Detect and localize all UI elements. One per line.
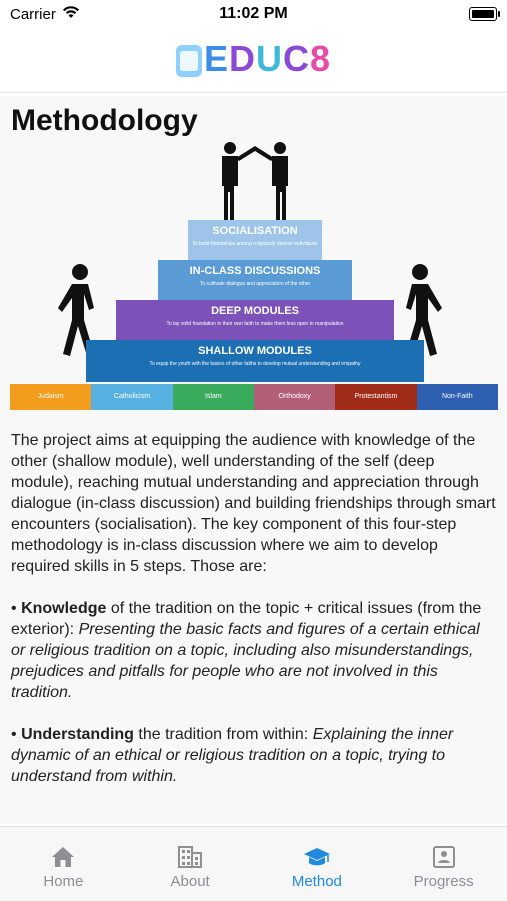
- tradition-non-faith: Non-Faith: [416, 384, 498, 410]
- content-scroll[interactable]: Methodology SOCIALISATION To build frien…: [0, 96, 507, 824]
- tab-label: About: [170, 873, 210, 890]
- step-subtitle: To cultivate dialogue and appreciation o…: [199, 281, 311, 287]
- tab-label: Home: [43, 873, 84, 890]
- step-in-class-discussions: IN-CLASS DISCUSSIONS To cultivate dialog…: [158, 260, 352, 300]
- point-text: the tradition from within:: [133, 726, 313, 743]
- tradition-protestantism: Protestantism: [335, 384, 417, 410]
- point-keyword: Understanding: [21, 726, 134, 743]
- point-keyword: Knowledge: [21, 600, 107, 617]
- point-text: of the tradition on the topic + critical…: [11, 600, 482, 638]
- step-deep-modules: DEEP MODULES To lay solid foundation in …: [116, 300, 394, 340]
- step-title: SHALLOW MODULES: [198, 345, 312, 357]
- methodology-pyramid: SOCIALISATION To build friendships among…: [10, 142, 498, 412]
- intro-paragraph: The project aims at equipping the audien…: [11, 432, 496, 575]
- page-title: Methodology: [11, 104, 198, 137]
- graduation-cap-icon: [303, 848, 330, 866]
- home-icon: [52, 847, 75, 867]
- tradition-judaism: Judaism: [10, 384, 92, 410]
- tab-home[interactable]: Home: [0, 827, 127, 901]
- point-description: Presenting the basic facts and figures o…: [11, 621, 480, 701]
- profile-card-icon: [432, 846, 455, 868]
- step-subtitle: To equip the youth with the basics of ot…: [149, 361, 361, 367]
- tab-about[interactable]: About: [127, 827, 254, 901]
- educ8-logo: EDUC8: [175, 36, 331, 82]
- traditions-bar: Judaism Catholicism Islam Orthodoxy Prot…: [10, 384, 498, 410]
- carrier-label: Carrier: [10, 6, 56, 23]
- step-subtitle: To build friendships among religiously d…: [192, 241, 318, 247]
- people-roof-icon: [222, 142, 288, 220]
- tab-method[interactable]: Method: [254, 827, 381, 901]
- tradition-islam: Islam: [172, 384, 254, 410]
- bullet: •: [11, 600, 17, 617]
- tab-bar: Home About Method Progress: [0, 826, 507, 901]
- step-title: SOCIALISATION: [212, 225, 298, 237]
- header-divider: [0, 92, 507, 93]
- step-socialisation: SOCIALISATION To build friendships among…: [188, 220, 322, 260]
- tab-label: Progress: [413, 873, 474, 890]
- point-description: Explaining the inner dynamic of an ethic…: [11, 726, 454, 785]
- tab-progress[interactable]: Progress: [380, 827, 507, 901]
- bullet: •: [11, 726, 17, 743]
- step-title: IN-CLASS DISCUSSIONS: [189, 265, 321, 277]
- status-time: 11:02 PM: [219, 5, 288, 22]
- tradition-catholicism: Catholicism: [91, 384, 173, 410]
- step-shallow-modules: SHALLOW MODULES To equip the youth with …: [86, 340, 424, 382]
- app-logo: EDUC8: [0, 36, 507, 82]
- battery-icon: [469, 7, 500, 21]
- step-title: DEEP MODULES: [211, 305, 299, 317]
- walking-person-right-icon: [406, 264, 442, 356]
- tab-label: Method: [291, 873, 342, 890]
- status-bar: Carrier 11:02 PM: [0, 0, 507, 28]
- point-knowledge: • Knowledge of the tradition on the topi…: [11, 598, 496, 703]
- step-subtitle: To lay solid foundation in their own fai…: [166, 321, 344, 327]
- methodology-text: The project aims at equipping the audien…: [11, 430, 496, 808]
- building-icon: [178, 846, 203, 868]
- point-understanding: • Understanding the tradition from withi…: [11, 724, 496, 787]
- logo-badge-icon: [175, 45, 202, 78]
- tradition-orthodoxy: Orthodoxy: [253, 384, 336, 410]
- wifi-icon: [62, 5, 80, 23]
- walking-person-left-icon: [58, 264, 94, 356]
